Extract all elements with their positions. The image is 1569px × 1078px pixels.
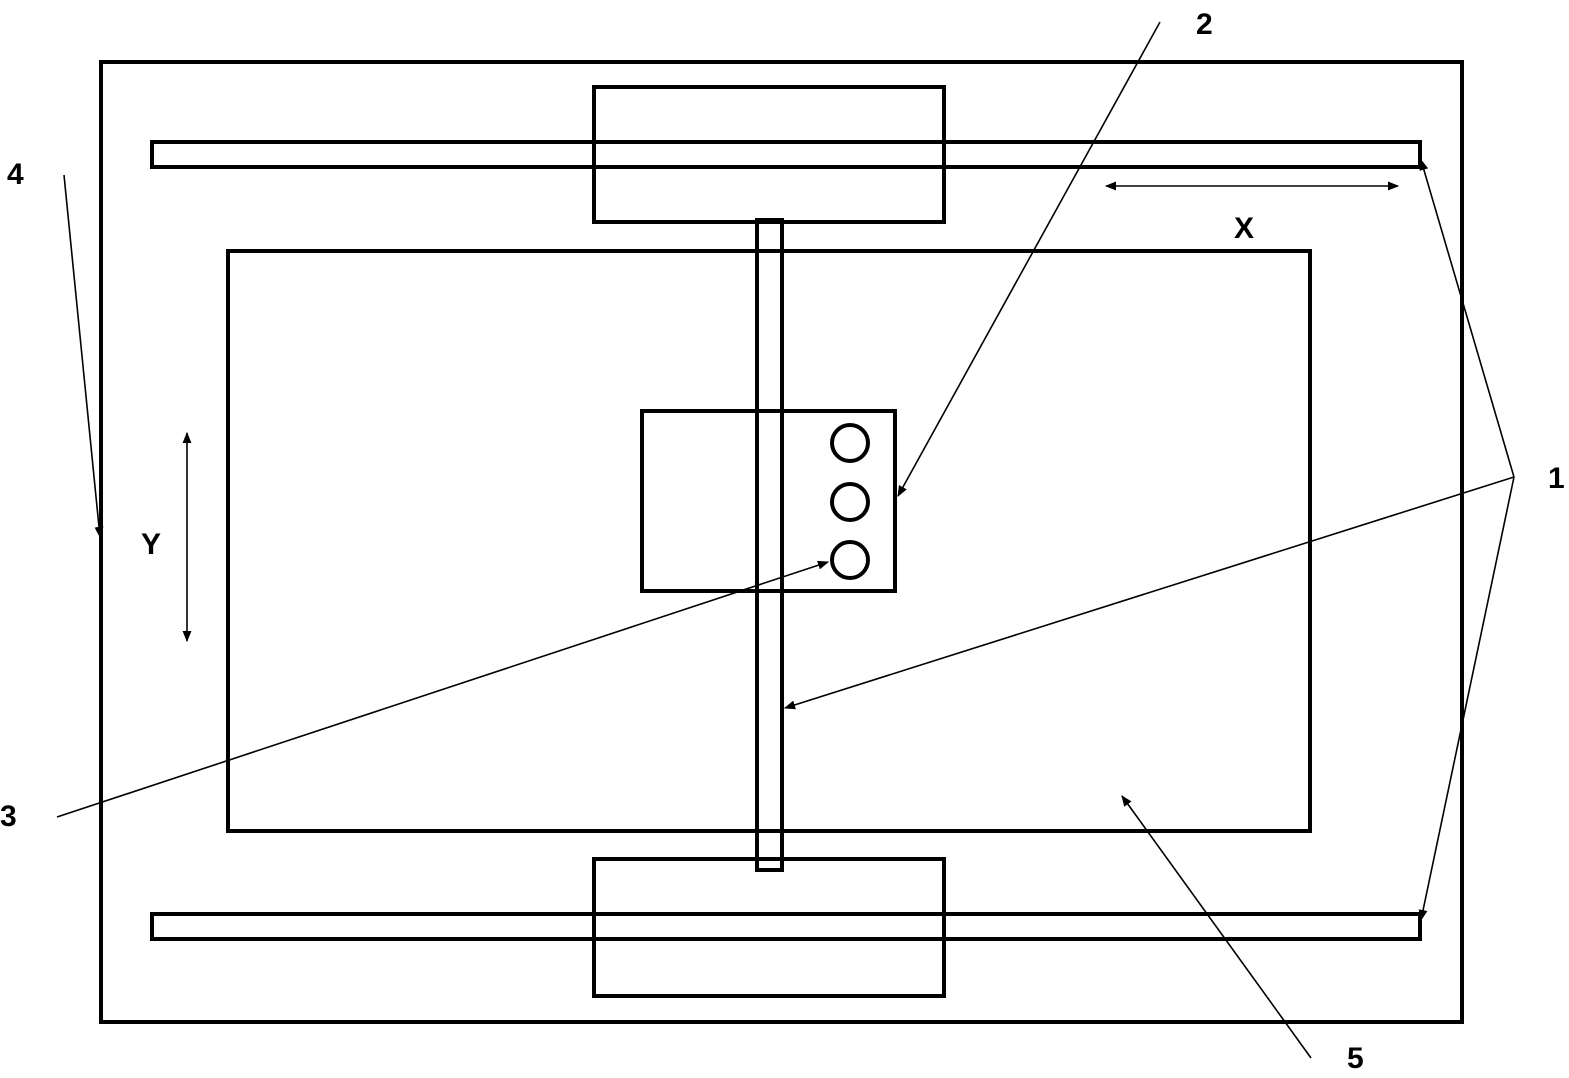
top-rail (150, 140, 1422, 169)
axis-x-label: X (1234, 212, 1254, 245)
leader-2 (897, 21, 1161, 497)
callout-4: 4 (7, 158, 24, 191)
bottom-carriage (592, 857, 946, 998)
leader-1-top-rail (1419, 158, 1515, 478)
callout-5: 5 (1347, 1042, 1364, 1075)
outer-frame (99, 60, 1464, 1024)
top-carriage (592, 85, 946, 224)
leader-1-bottom-rail (1418, 476, 1515, 922)
axis-y-label: Y (141, 528, 161, 561)
work-table (226, 249, 1312, 833)
leader-3 (56, 560, 830, 818)
bottom-rail (150, 912, 1422, 941)
tool-head (640, 409, 897, 593)
leader-1-beam (783, 476, 1515, 710)
callout-2: 2 (1196, 8, 1213, 41)
callout-1: 1 (1548, 462, 1565, 495)
leader-4 (63, 174, 104, 539)
vertical-beam (755, 218, 784, 872)
leader-5 (1121, 795, 1312, 1059)
nozzle-circle-bottom (830, 540, 870, 580)
callout-3: 3 (0, 800, 17, 833)
nozzle-circle-top (830, 423, 870, 463)
nozzle-circle-middle (830, 482, 870, 522)
